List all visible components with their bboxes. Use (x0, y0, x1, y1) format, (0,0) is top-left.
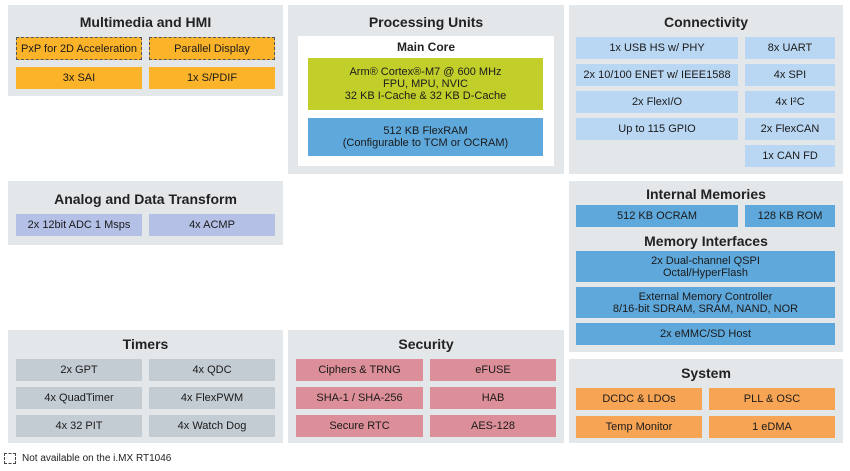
system-panel: System DCDC & LDOs PLL & OSC Temp Monito… (569, 359, 843, 443)
qspi-line-2: Octal/HyperFlash (663, 266, 748, 279)
memory-interfaces-title: Memory Interfaces (644, 233, 768, 249)
acmp-block: 4x ACMP (149, 214, 275, 236)
cpu-line-3: 32 KB I-Cache & 32 KB D-Cache (344, 90, 507, 102)
legend-swatch (4, 453, 16, 464)
memory-panel: Internal Memories 512 KB OCRAM 128 KB RO… (569, 181, 843, 352)
canfd-block: 1x CAN FD (745, 145, 835, 167)
emmc-block: 2x eMMC/SD Host (576, 323, 835, 345)
cpu-line-2: FPU, MPU, NVIC (383, 78, 468, 90)
sha-block: SHA-1 / SHA-256 (296, 387, 423, 409)
analog-title: Analog and Data Transform (54, 191, 237, 207)
system-title: System (681, 365, 731, 381)
usb-block: 1x USB HS w/ PHY (576, 37, 738, 59)
connectivity-panel: Connectivity 1x USB HS w/ PHY 8x UART 2x… (569, 5, 843, 174)
cpu-block: Arm® Cortex®-M7 @ 600 MHz FPU, MPU, NVIC… (308, 58, 543, 110)
gpio-block: Up to 115 GPIO (576, 118, 738, 140)
timers-panel: Timers 2x GPT 4x QDC 4x QuadTimer 4x Fle… (8, 330, 283, 443)
edma-block: 1 eDMA (709, 416, 835, 438)
qspi-block: 2x Dual-channel QSPI Octal/HyperFlash (576, 251, 835, 282)
emc-line-1: External Memory Controller (638, 290, 773, 303)
timers-title: Timers (122, 336, 169, 352)
adc-block: 2x 12bit ADC 1 Msps (16, 214, 142, 236)
enet-block: 2x 10/100 ENET w/ IEEE1588 (576, 64, 738, 86)
ocram-block: 512 KB OCRAM (576, 205, 738, 227)
security-panel: Security Ciphers & TRNG eFUSE SHA-1 / SH… (288, 330, 564, 443)
qdc-block: 4x QDC (149, 359, 275, 381)
flexcan-block: 2x FlexCAN (745, 118, 835, 140)
multimedia-panel: Multimedia and HMI PxP for 2D Accelerati… (8, 5, 283, 96)
emc-line-2: 8/16-bit SDRAM, SRAM, NAND, NOR (612, 302, 799, 315)
watchdog-block: 4x Watch Dog (149, 415, 275, 437)
i2c-block: 4x I²C (745, 91, 835, 113)
aes-block: AES-128 (430, 415, 556, 437)
temp-monitor-block: Temp Monitor (576, 416, 702, 438)
spdif-block: 1x S/PDIF (149, 67, 275, 89)
connectivity-title: Connectivity (663, 14, 748, 30)
dcdc-block: DCDC & LDOs (576, 388, 702, 410)
spi-block: 4x SPI (745, 64, 835, 86)
secure-rtc-block: Secure RTC (296, 415, 423, 437)
analog-panel: Analog and Data Transform 2x 12bit ADC 1… (8, 181, 283, 245)
quadtimer-block: 4x QuadTimer (16, 387, 142, 409)
multimedia-title: Multimedia and HMI (79, 14, 212, 30)
gpt-block: 2x GPT (16, 359, 142, 381)
hab-block: HAB (430, 387, 556, 409)
flexio-block: 2x FlexI/O (576, 91, 738, 113)
pit-block: 4x 32 PIT (16, 415, 142, 437)
main-core-title: Main Core (396, 40, 455, 54)
legend-text: Not available on the i.MX RT1046 (22, 453, 172, 464)
sai-block: 3x SAI (16, 67, 142, 89)
flexram-line-1: 512 KB FlexRAM (383, 125, 468, 137)
internal-memories-title: Internal Memories (646, 186, 766, 202)
qspi-line-1: 2x Dual-channel QSPI (651, 254, 760, 267)
parallel-display-block: Parallel Display (149, 37, 275, 60)
main-core-frame: Main Core Arm® Cortex®-M7 @ 600 MHz FPU,… (298, 36, 554, 166)
pll-block: PLL & OSC (709, 388, 835, 410)
ciphers-block: Ciphers & TRNG (296, 359, 423, 381)
pxp-block: PxP for 2D Acceleration (16, 37, 142, 60)
rom-block: 128 KB ROM (745, 205, 835, 227)
flexram-block: 512 KB FlexRAM (Configurable to TCM or O… (308, 118, 543, 156)
efuse-block: eFUSE (430, 359, 556, 381)
flexpwm-block: 4x FlexPWM (149, 387, 275, 409)
cpu-line-1: Arm® Cortex®-M7 @ 600 MHz (349, 66, 502, 78)
uart-block: 8x UART (745, 37, 835, 59)
flexram-line-2: (Configurable to TCM or OCRAM) (342, 137, 509, 149)
processing-title: Processing Units (368, 14, 484, 30)
processing-panel: Processing Units Main Core Arm® Cortex®-… (288, 5, 564, 174)
security-title: Security (398, 336, 454, 352)
emc-block: External Memory Controller 8/16-bit SDRA… (576, 287, 835, 318)
